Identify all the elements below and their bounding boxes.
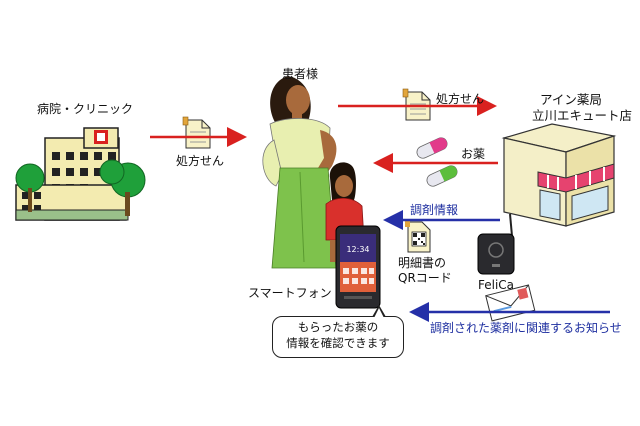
- medicine-label: お薬: [461, 147, 486, 161]
- statement-qr-label-line2: QRコード: [398, 271, 452, 285]
- qr-code-icon: [405, 219, 431, 253]
- smartphone-label: スマートフォン: [248, 286, 332, 300]
- pharmacy-label-line1: アイン薬局: [540, 92, 602, 107]
- pharmacy-store-illustration: [501, 123, 617, 227]
- phone-screen-time: 12:34: [346, 245, 369, 254]
- medicine-capsules-icon: [416, 137, 458, 187]
- hospital-label: 病院・クリニック: [37, 102, 134, 116]
- hospital-illustration: [15, 127, 146, 221]
- patient-mother-illustration: [262, 76, 337, 269]
- prescription-icon-right: [402, 88, 431, 121]
- statement-qr-label-line1: 明細書の: [398, 256, 447, 270]
- dispensing-info-label: 調剤情報: [410, 203, 459, 217]
- speech-bubble-line1: もらったお薬の: [297, 320, 379, 334]
- speech-bubble: もらったお薬の 情報を確認できます: [272, 316, 404, 358]
- prescription-icon-left: [182, 116, 211, 149]
- felica-label: FeliCa: [478, 278, 515, 292]
- related-notice-label: 調剤された薬剤に関連するお知らせ: [430, 321, 622, 335]
- smartphone-illustration: [335, 225, 381, 309]
- pharmacy-label-line2: 立川エキュート店: [532, 108, 633, 123]
- felica-reader-icon: [477, 213, 515, 275]
- speech-bubble-line2: 情報を確認できます: [286, 335, 390, 350]
- patient-label: 患者様: [282, 67, 319, 81]
- speech-bubble-tail-inner: [374, 308, 384, 318]
- prescription-label-left: 処方せん: [176, 154, 225, 168]
- prescription-label-right: 処方せん: [436, 92, 485, 106]
